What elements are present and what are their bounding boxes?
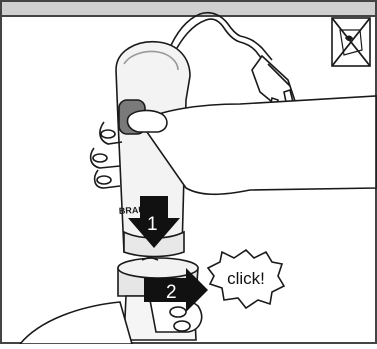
- step-2-number: 2: [166, 282, 177, 303]
- panel-header-bar: [1, 1, 376, 16]
- click-callout-text: click!: [227, 269, 265, 288]
- step-1-number: 1: [147, 214, 158, 235]
- no-water-icon: [332, 18, 370, 66]
